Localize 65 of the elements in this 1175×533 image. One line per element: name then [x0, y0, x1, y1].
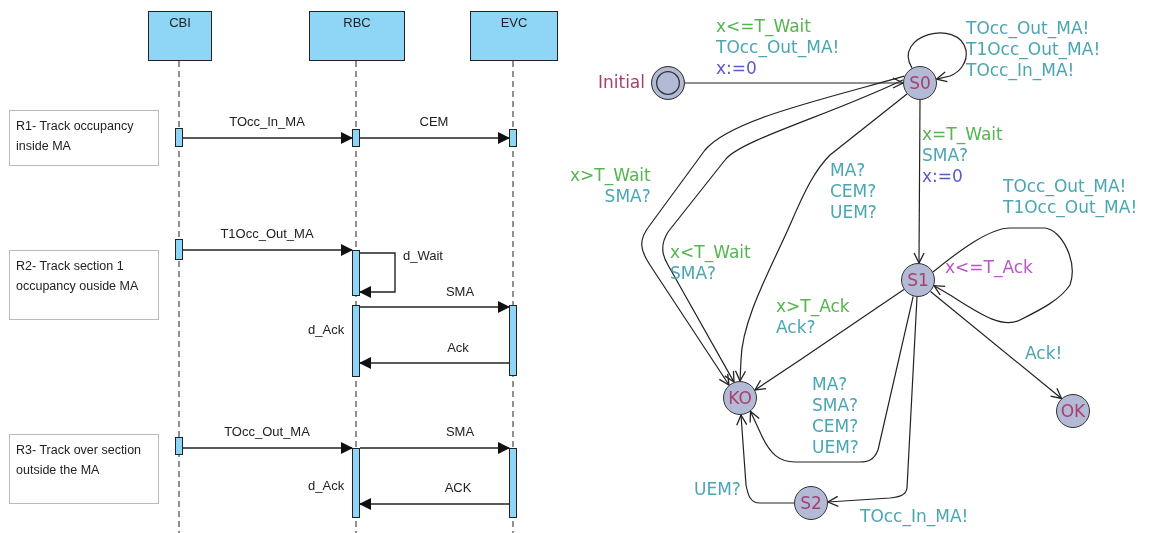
- transition-label: TOcc_In_MA!: [860, 506, 969, 527]
- state-circle: S1: [901, 263, 935, 297]
- participant-box: RBC: [309, 11, 405, 61]
- transition-arrow: [749, 295, 914, 463]
- activation-bar: [509, 305, 517, 376]
- transition-label: Ack!: [1025, 343, 1063, 364]
- message-arrow: [359, 252, 396, 298]
- message-arrow: [359, 301, 510, 313]
- transition-label: x>T_Ack Ack?: [776, 296, 850, 338]
- transition-arrow: [736, 414, 795, 504]
- message-arrow: [182, 132, 353, 144]
- activation-bar: [175, 437, 183, 455]
- message-label: SMA: [445, 284, 475, 299]
- transition-arrow: [932, 227, 1073, 324]
- transition-label: x<T_Wait SMA?: [670, 242, 751, 284]
- activation-bar: [352, 250, 360, 296]
- requirement-box: R1- Track occupancy inside MA: [9, 110, 159, 166]
- transition-label: MA? CEM? UEM?: [830, 160, 877, 223]
- message-arrow: [182, 442, 353, 454]
- message-arrow: [359, 132, 510, 144]
- duration-label: d_Ack: [308, 478, 345, 493]
- transition-label: TOcc_Out_MA! T1Occ_Out_MA! TOcc_In_MA!: [966, 18, 1101, 81]
- transition-arrow: [734, 93, 908, 382]
- activation-bar: [352, 305, 360, 377]
- state-circle: KO: [723, 381, 757, 415]
- transition-label: x>T_Wait SMA?: [570, 165, 651, 207]
- participant-box: CBI: [148, 11, 212, 61]
- transition-arrow: [929, 290, 1063, 400]
- message-label: TOcc_In_MA: [229, 114, 305, 129]
- activation-bar: [175, 128, 183, 147]
- activation-bar: [352, 448, 360, 518]
- transition-arrow: [754, 288, 905, 391]
- transition-label: x=T_Wait SMA? x:=0: [922, 124, 1003, 187]
- transition-arrow: [684, 77, 904, 89]
- participant-box: EVC: [470, 11, 558, 61]
- transition-label: UEM?: [694, 479, 741, 500]
- duration-label: d_Ack: [308, 322, 345, 337]
- message-label: Ack: [447, 340, 469, 355]
- message-label: TOcc_Out_MA: [224, 424, 310, 439]
- state-circle: S0: [903, 66, 937, 100]
- message-label: SMA: [445, 424, 475, 439]
- state-circle: S2: [794, 486, 828, 520]
- transition-label: TOcc_Out_MA! T1Occ_Out_MA!: [1003, 176, 1138, 218]
- activation-bar: [352, 129, 360, 147]
- transition-arrow: [913, 99, 925, 264]
- transition-label: MA? SMA? CEM? UEM?: [812, 374, 859, 458]
- requirement-box: R3- Track over section outside the MA: [9, 434, 159, 504]
- message-arrow: [359, 498, 510, 510]
- message-arrow: [359, 442, 510, 454]
- invariant-label: x<=T_Ack: [945, 257, 1033, 277]
- activation-bar: [175, 239, 183, 260]
- message-arrow: [359, 357, 510, 369]
- activation-bar: [509, 129, 517, 147]
- transition-arrow: [827, 296, 918, 507]
- message-label: CEM: [419, 114, 449, 129]
- state-name: Initial: [597, 72, 645, 92]
- transition-arrow: [907, 32, 967, 83]
- activation-bar: [509, 448, 517, 518]
- requirement-box: R2- Track section 1 occupancy ouside MA: [9, 250, 159, 320]
- message-label: T1Occ_Out_MA: [220, 226, 314, 241]
- message-label: d_Wait: [403, 248, 443, 263]
- transition-label: x<=T_Wait TOcc_Out_MA! x:=0: [716, 16, 840, 79]
- message-label: ACK: [444, 480, 472, 495]
- state-circle: OK: [1056, 394, 1090, 428]
- message-arrow: [182, 244, 353, 256]
